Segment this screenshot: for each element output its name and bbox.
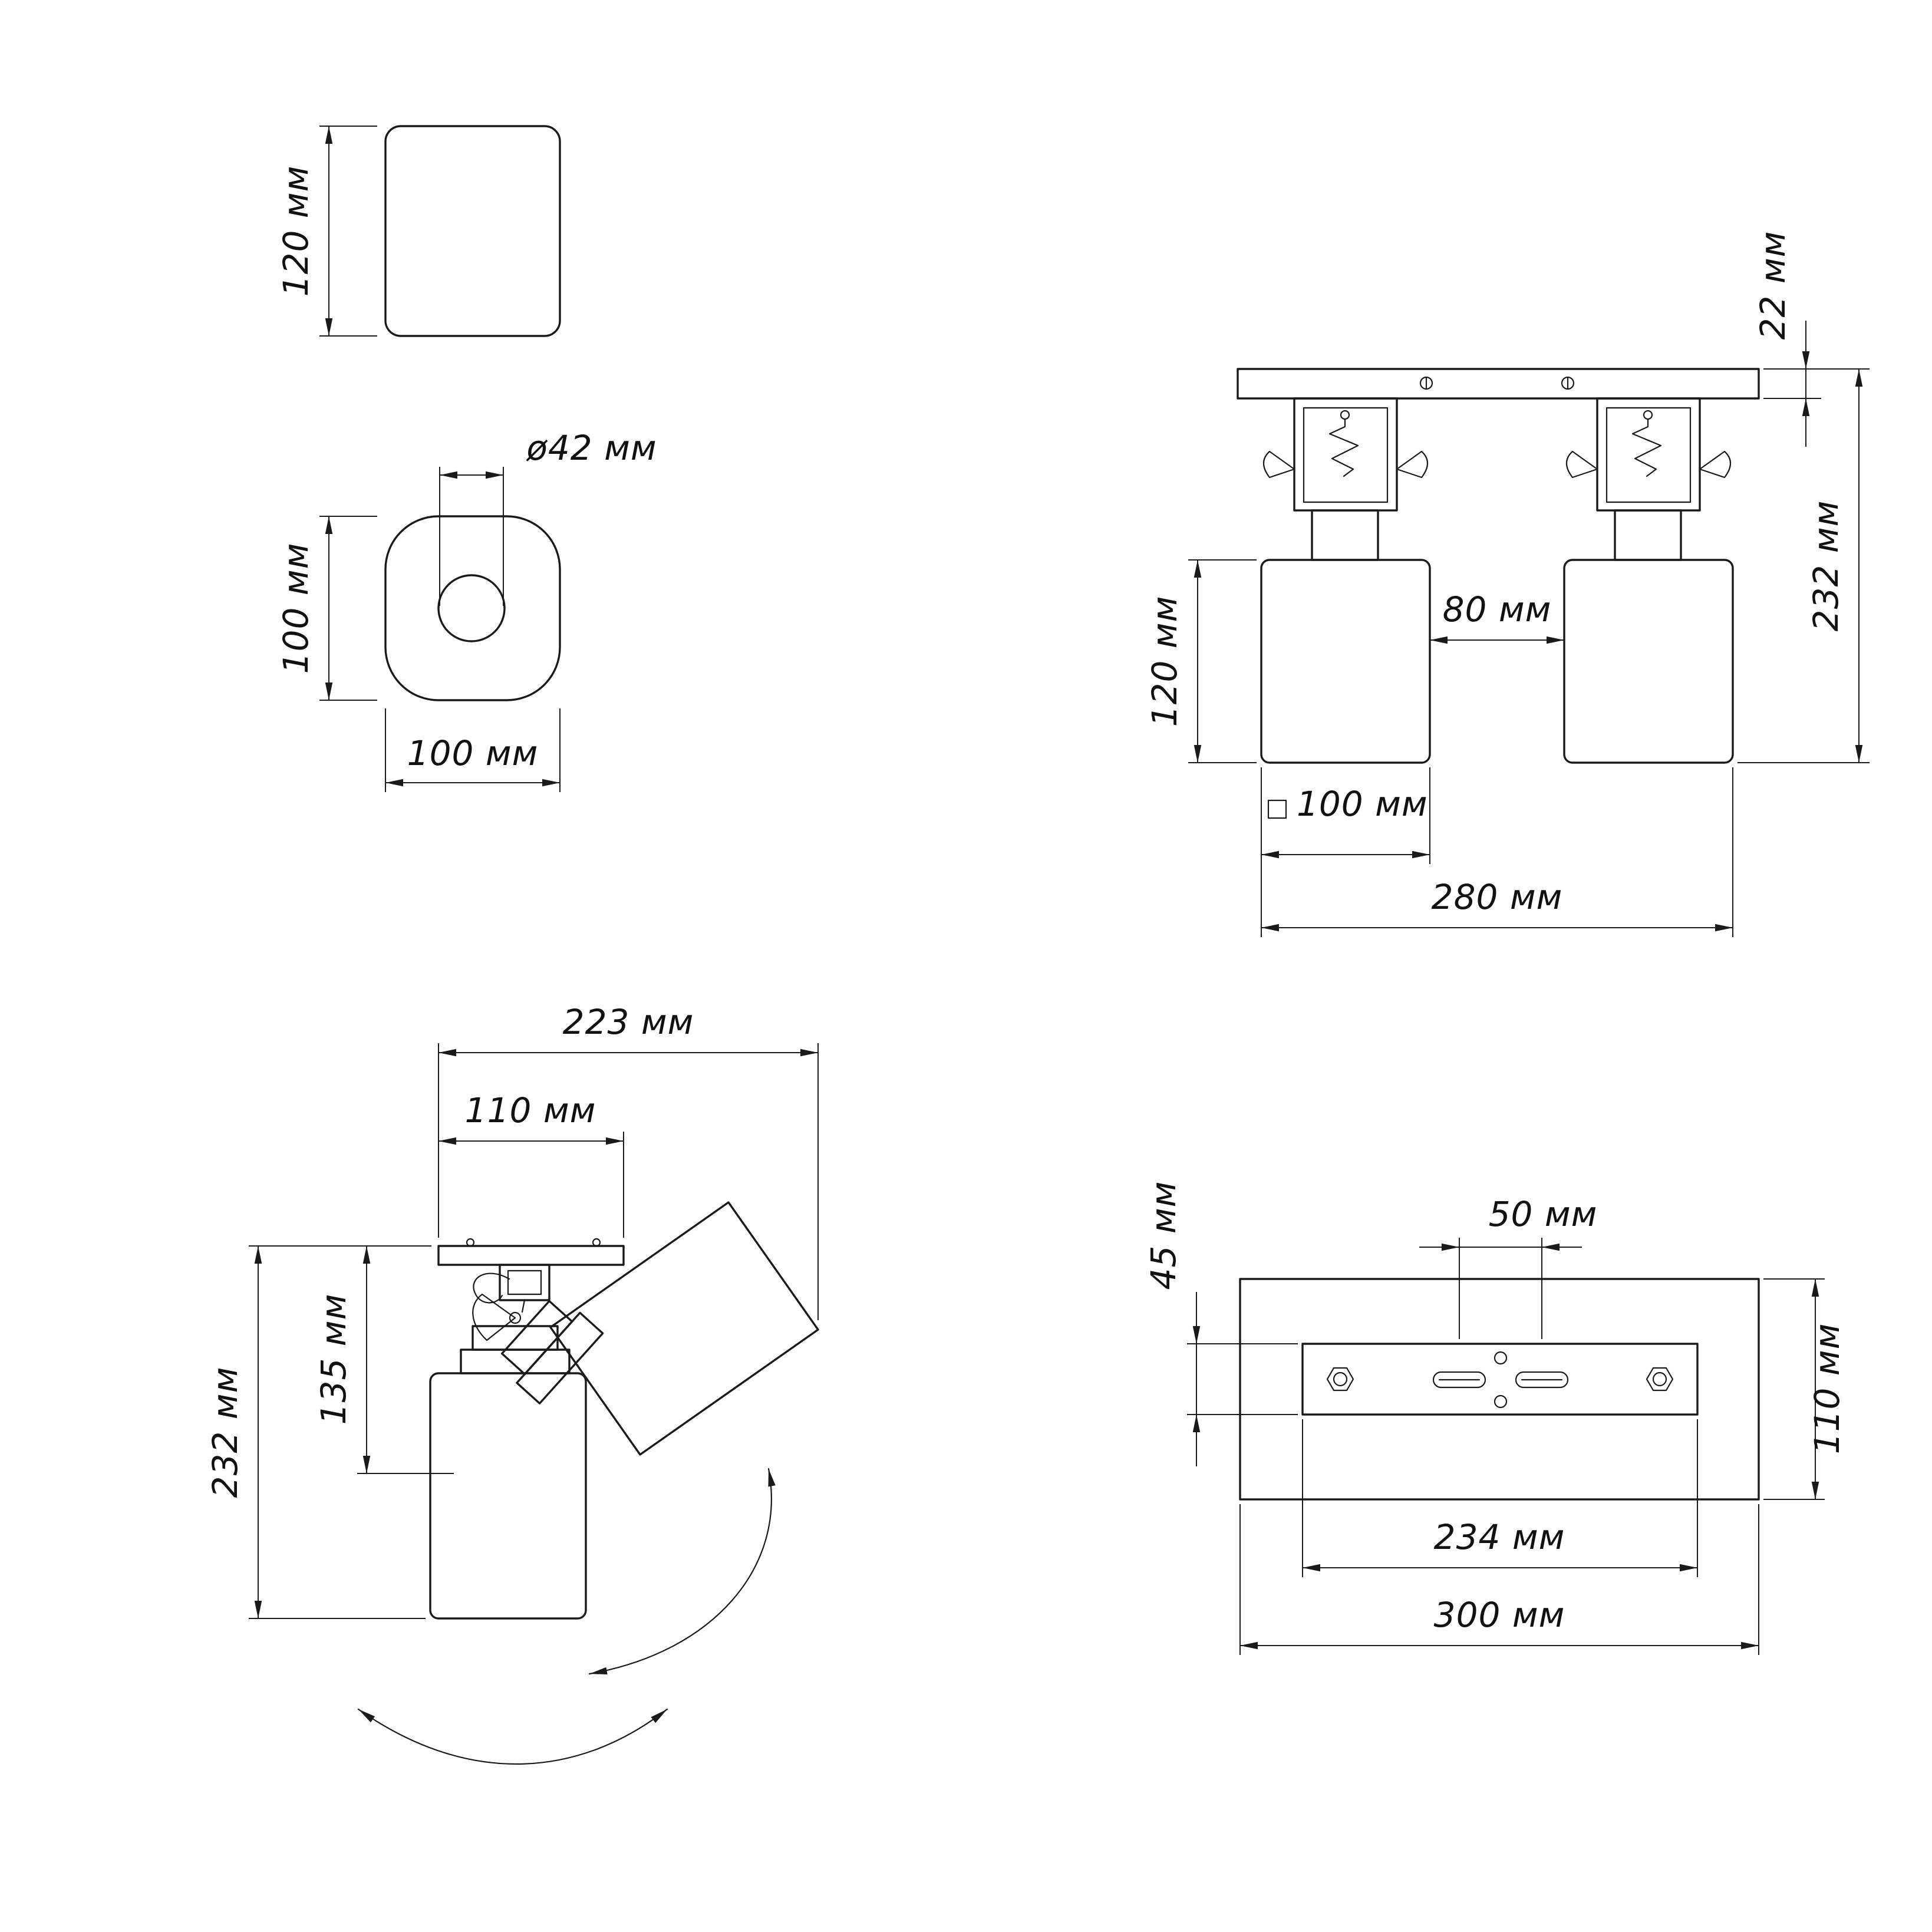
spring-clip-wing (1262, 450, 1295, 479)
dim-label-overall-width: 280 мм (1432, 877, 1563, 917)
hex-bolt (1326, 1367, 1354, 1392)
wire-zigzag (1631, 418, 1662, 477)
dim-label-overall-width: 223 мм (563, 1002, 694, 1042)
dim-label-shade-gap: 80 мм (1443, 589, 1552, 629)
dim-label-plate-depth: 110 мм (1807, 1323, 1847, 1455)
lamp-shade-vertical (429, 1372, 587, 1620)
plate-screw (592, 1238, 601, 1247)
ceiling-plate (1237, 368, 1760, 400)
mount-slot (1432, 1371, 1486, 1389)
mount-bracket-inner (1303, 407, 1389, 503)
lamp-holder-lower-tilted (516, 1311, 604, 1405)
dim-label-total-height: 232 мм (1806, 500, 1846, 632)
lamp-shade-tilted (549, 1201, 819, 1456)
spring-clip-wing (1396, 450, 1429, 479)
mount-strip (1301, 1343, 1699, 1416)
dim-label-plate-thickness: 22 мм (1753, 231, 1793, 340)
dim-label-shade-width: 100 мм (1297, 784, 1428, 824)
spring-clip-curl (472, 1293, 488, 1341)
shade-side-outline (384, 125, 561, 337)
dim-label-shade-width: 100 мм (407, 733, 539, 773)
square-section-symbol (1267, 799, 1287, 819)
dim-label-shade-depth: 100 мм (276, 543, 316, 674)
front-left-lamp (1260, 397, 1431, 764)
spring-clip-wing (1699, 450, 1732, 479)
rotation-arrow-arc (588, 1468, 776, 1675)
plate-screw (466, 1238, 475, 1247)
view-front: 22 мм 232 мм 80 мм 120 мм 100 мм 280 мм (1145, 231, 1870, 937)
lamp-holder (1614, 509, 1682, 561)
mount-bracket-inner (1605, 407, 1692, 503)
lamp-holder (1311, 509, 1379, 561)
hinge-stem (521, 1299, 526, 1313)
lamp-holder-lower (460, 1349, 571, 1374)
shade-top-outline (384, 515, 561, 701)
dim-label-plate-length: 300 мм (1434, 1595, 1565, 1635)
dim-label-hinge-height: 135 мм (314, 1294, 354, 1425)
wire-hole (1493, 1394, 1508, 1409)
tilted-holder-group (500, 1300, 604, 1405)
dim-label-total-height: 232 мм (205, 1367, 245, 1498)
hex-bolt-center (1652, 1371, 1667, 1387)
clip-arm (481, 1293, 516, 1319)
dim-label-slot-spacing: 50 мм (1489, 1194, 1598, 1234)
mount-bracket (1596, 397, 1701, 512)
swivel-hinge (509, 1311, 522, 1324)
shade-hole-circle (437, 574, 506, 642)
ceiling-plate-side (437, 1245, 625, 1266)
terminal-screw (1340, 410, 1350, 420)
lamp-shade (1563, 559, 1734, 764)
front-right-lamp (1563, 397, 1734, 764)
wire-zigzag (1328, 418, 1359, 477)
mount-slot (1515, 1371, 1569, 1389)
view-shade-top: ø42 мм 100 мм 100 мм (276, 428, 657, 792)
wire-hole (1493, 1351, 1508, 1365)
view-plate-top: 50 мм 45 мм 110 мм 234 мм 300 мм (1143, 1181, 1847, 1655)
hex-bolt (1646, 1367, 1674, 1392)
dim-label-plate-width: 110 мм (465, 1090, 596, 1130)
dim-label-strip-depth: 45 мм (1143, 1181, 1183, 1290)
clip-arm (486, 1317, 516, 1341)
dim-label-shade-height: 120 мм (276, 166, 316, 297)
lamp-holder-upper-tilted (500, 1300, 573, 1376)
dim-label-shade-height: 120 мм (1145, 596, 1185, 727)
spring-clip-curl (473, 1272, 510, 1304)
dim-label-hole-diameter: ø42 мм (526, 428, 657, 468)
spring-clip-wing (1565, 450, 1598, 479)
view-shade-side: 120 мм (276, 125, 561, 337)
terminal-screw (1643, 410, 1653, 420)
mount-bracket-inner (507, 1270, 542, 1295)
dim-label-strip-length: 234 мм (1434, 1517, 1565, 1557)
rotation-arrow-swivel (357, 1708, 668, 1765)
hex-bolt-center (1333, 1371, 1348, 1387)
lamp-shade (1260, 559, 1431, 764)
plate-outline (1239, 1278, 1760, 1501)
view-side-tilt: 223 мм 110 мм 135 мм 232 мм (205, 1002, 819, 1765)
mount-bracket (1293, 397, 1398, 512)
